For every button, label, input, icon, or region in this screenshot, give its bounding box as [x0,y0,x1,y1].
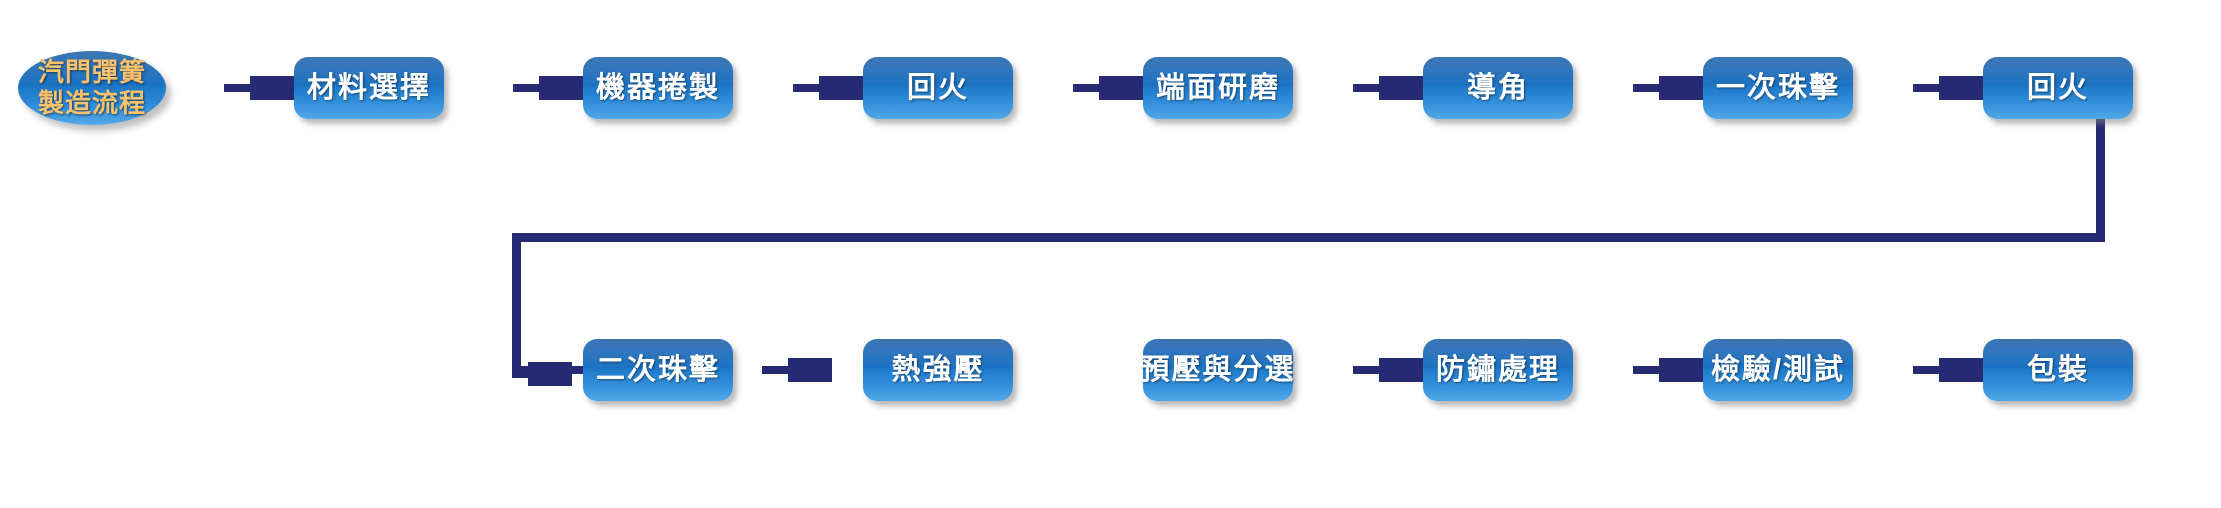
connector-wrap-horizontal [512,233,2105,242]
connector-n01-to-n02-head [539,76,583,100]
connector-wrap-path [512,124,2104,374]
connector-n09-to-n10-line [762,366,790,374]
node-hot-presetting[interactable]: 熱強壓 [863,339,1013,401]
node-start-label: 汽門彈簧製造流程 [38,57,146,118]
node-rust-prevention[interactable]: 防鏽處理 [1423,339,1573,401]
node-chamfering-label: 導角 [1466,71,1529,104]
node-end-face-grinding[interactable]: 端面研磨 [1143,57,1293,119]
node-inspection-testing-label: 檢驗/測試 [1710,353,1846,386]
connector-n02-to-n03-head [819,76,863,100]
connector-n06-to-n07-head [1939,76,1983,100]
connector-n11-to-n12-line [1633,366,1661,374]
node-start-label-line1: 汽門彈簧 [37,57,146,88]
connector-n01-to-n02-line [513,84,541,92]
connector-wrap-dropdown [512,233,521,374]
connector-wrap-vertical [2096,118,2105,241]
connector-wrap-head [528,362,572,386]
connector-n12-to-n13-line [1913,366,1941,374]
node-second-shot-peening-label: 二次珠擊 [595,353,720,386]
node-second-shot-peening[interactable]: 二次珠擊 [583,339,733,401]
node-hot-presetting-label: 熱強壓 [891,353,985,386]
connector-n03-to-n04-line [1073,84,1101,92]
node-end-face-grinding-label: 端面研磨 [1155,71,1280,104]
connector-n12-to-n13-head [1939,358,1983,382]
connector-n04-to-n05-line [1353,84,1381,92]
connector-n09-to-n10-head [788,358,832,382]
connector-n02-to-n03-line [793,84,821,92]
connector-n04-to-n05-head [1379,76,1423,100]
node-packaging-label: 包裝 [2026,353,2089,386]
connector-n05-to-n06-head [1659,76,1703,100]
node-packaging[interactable]: 包裝 [1983,339,2133,401]
node-presetting-and-sorting-label: 預壓與分選 [1140,353,1296,386]
node-machine-coiling-label: 機器捲製 [595,71,720,104]
connector-n03-to-n04-head [1099,76,1143,100]
node-presetting-and-sorting[interactable]: 預壓與分選 [1140,339,1296,401]
node-start-label-line2: 製造流程 [37,88,146,118]
node-first-shot-peening-label: 一次珠擊 [1715,71,1840,104]
node-rust-prevention-label: 防鏽處理 [1435,353,1560,386]
connector-wrap-line [512,370,540,378]
node-tempering-1-label: 回火 [906,71,969,104]
node-first-shot-peening[interactable]: 一次珠擊 [1703,57,1853,119]
connector-start-to-n01-head [250,76,294,100]
node-inspection-testing[interactable]: 檢驗/測試 [1703,339,1853,401]
node-tempering-2-label: 回火 [2026,71,2089,104]
node-material-selection-label: 材料選擇 [306,71,431,104]
connector-n06-to-n07-line [1913,84,1941,92]
node-start-manufacturing-process[interactable]: 汽門彈簧製造流程 [18,51,166,125]
node-machine-coiling[interactable]: 機器捲製 [583,57,733,119]
node-tempering-1[interactable]: 回火 [863,57,1013,119]
connector-n10-to-n11-line [1353,366,1381,374]
node-material-selection[interactable]: 材料選擇 [294,57,444,119]
connector-n05-to-n06-line [1633,84,1661,92]
node-tempering-2[interactable]: 回火 [1983,57,2133,119]
connector-n11-to-n12-head [1659,358,1703,382]
connector-start-to-n01-line [224,84,252,92]
node-chamfering[interactable]: 導角 [1423,57,1573,119]
connector-n10-to-n11-head [1379,358,1423,382]
